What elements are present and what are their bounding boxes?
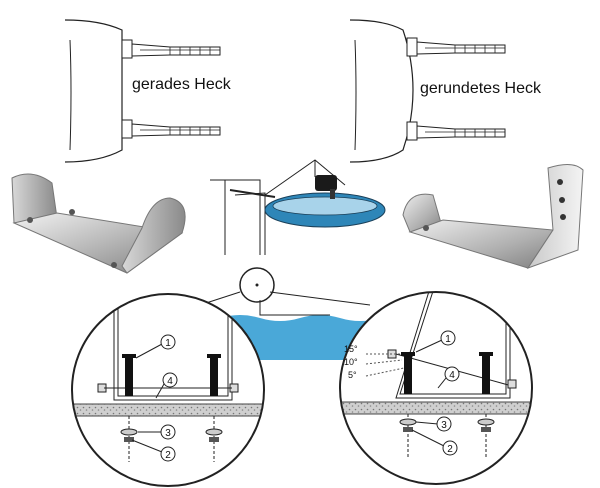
detail-marker — [239, 267, 275, 303]
callout-2: 2 — [447, 444, 453, 455]
detail-rounded-mounting: 15° 10° 5° 1 2 3 4 — [339, 291, 533, 485]
callout-2: 2 — [165, 450, 171, 461]
water — [220, 300, 380, 360]
rounded-transom-plan — [349, 19, 506, 163]
davit-arm-lower — [406, 121, 506, 141]
straight-transom-plan — [64, 19, 221, 163]
callout-4: 4 — [167, 376, 173, 387]
angle-15: 15° — [344, 344, 358, 354]
callout-1: 1 — [165, 338, 171, 349]
angle-10: 10° — [344, 357, 358, 367]
dinghy — [264, 175, 386, 228]
boat-with-dinghy — [210, 159, 386, 303]
davit-arm-upper — [121, 39, 221, 59]
straight-transom-label: gerades Heck — [132, 76, 231, 93]
davit-arm-upper — [406, 37, 506, 57]
callout-3: 3 — [165, 428, 171, 439]
callout-4: 4 — [449, 370, 455, 381]
callout-1: 1 — [445, 334, 451, 345]
flat-bracket-photo — [11, 173, 186, 274]
davit-arm-lower — [121, 119, 221, 139]
angle-5: 5° — [348, 370, 357, 380]
angled-bracket-photo — [402, 164, 584, 269]
detail-straight-mounting: 1 2 3 4 — [71, 293, 265, 487]
rounded-transom-label: gerundetes Heck — [420, 80, 541, 97]
callout-3: 3 — [441, 420, 447, 431]
